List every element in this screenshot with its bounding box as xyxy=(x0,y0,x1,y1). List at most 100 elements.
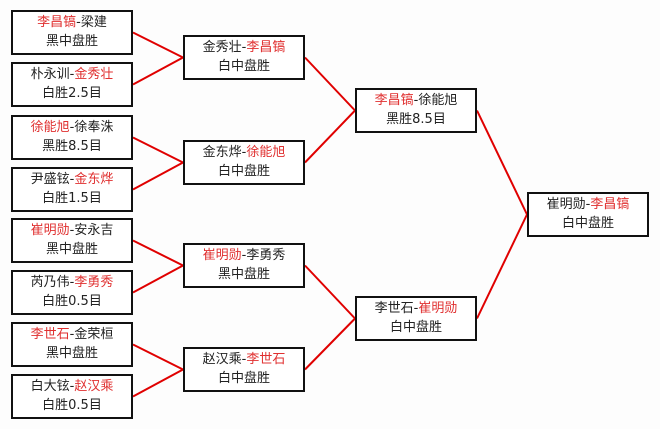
match-players: 赵汉乘-李世石 xyxy=(185,350,303,369)
match-players: 徐能旭-徐奉洙 xyxy=(13,118,131,137)
separator: - xyxy=(69,275,75,290)
bracket-connector xyxy=(132,239,184,267)
match-result: 白中盘胜 xyxy=(217,59,270,74)
match-players: 芮乃伟-李勇秀 xyxy=(13,273,131,292)
match-players: 崔明勋-李昌镐 xyxy=(529,195,647,214)
separator: - xyxy=(241,352,247,367)
bracket-connector xyxy=(132,264,184,294)
match-result: 白中盘胜 xyxy=(389,320,442,335)
match-box-round1-3: 徐能旭-徐奉洙黑胜8.5目 xyxy=(11,115,133,160)
loser-name: 安永吉 xyxy=(74,223,114,238)
winner-name: 崔明勋 xyxy=(202,248,242,263)
match-players: 李世石-崔明勋 xyxy=(357,299,475,318)
bracket-connector xyxy=(132,343,184,371)
match-result: 黑胜8.5目 xyxy=(386,112,446,127)
separator: - xyxy=(241,40,247,55)
match-box-round1-4: 尹盛铉-金东烨白胜1.5目 xyxy=(11,167,133,212)
winner-name: 李世石 xyxy=(30,327,70,342)
winner-name: 徐能旭 xyxy=(246,145,286,160)
winner-name: 金秀壮 xyxy=(74,67,114,82)
match-box-round1-7: 李世石-金荣桓黑中盘胜 xyxy=(11,322,133,367)
match-box-round4-1: 崔明勋-李昌镐白中盘胜 xyxy=(527,192,649,237)
match-result: 白中盘胜 xyxy=(217,371,270,386)
loser-name: 李世石 xyxy=(374,301,414,316)
match-result: 黑中盘胜 xyxy=(45,346,98,361)
match-box-round1-5: 崔明勋-安永吉黑中盘胜 xyxy=(11,218,133,263)
loser-name: 芮乃伟 xyxy=(30,275,70,290)
winner-name: 赵汉乘 xyxy=(74,379,114,394)
match-result: 白中盘胜 xyxy=(561,216,614,231)
match-box-round1-8: 白大铉-赵汉乘白胜0.5目 xyxy=(11,374,133,419)
match-box-round1-6: 芮乃伟-李勇秀白胜0.5目 xyxy=(11,270,133,315)
separator: - xyxy=(69,120,75,135)
loser-name: 徐奉洙 xyxy=(74,120,114,135)
match-result: 黑中盘胜 xyxy=(45,242,98,257)
bracket-connector xyxy=(304,317,356,371)
match-players: 朴永训-金秀壮 xyxy=(13,65,131,84)
match-players: 崔明勋-李勇秀 xyxy=(185,246,303,265)
bracket-connector xyxy=(304,109,356,164)
separator: - xyxy=(69,379,75,394)
winner-name: 李世石 xyxy=(246,352,286,367)
match-result: 白胜0.5目 xyxy=(42,294,102,309)
match-result: 黑胜8.5目 xyxy=(42,139,102,154)
loser-name: 金东烨 xyxy=(202,145,242,160)
bracket-connector xyxy=(132,56,184,86)
bracket-connector xyxy=(304,56,356,112)
winner-name: 崔明勋 xyxy=(418,301,458,316)
match-players: 金秀壮-李昌镐 xyxy=(185,38,303,57)
separator: - xyxy=(241,145,247,160)
match-players: 李世石-金荣桓 xyxy=(13,325,131,344)
winner-name: 崔明勋 xyxy=(30,223,70,238)
match-box-round2-4: 赵汉乘-李世石白中盘胜 xyxy=(183,347,305,392)
bracket-connector xyxy=(132,31,184,59)
separator: - xyxy=(69,67,75,82)
loser-name: 徐能旭 xyxy=(418,93,458,108)
match-box-round1-1: 李昌镐-梁建黑中盘胜 xyxy=(11,10,133,55)
separator: - xyxy=(69,223,75,238)
match-result: 白胜0.5目 xyxy=(42,398,102,413)
separator: - xyxy=(76,15,81,30)
bracket-connector xyxy=(304,264,356,320)
winner-name: 李昌镐 xyxy=(246,40,286,55)
separator: - xyxy=(585,197,591,212)
winner-name: 金东烨 xyxy=(74,172,114,187)
loser-name: 崔明勋 xyxy=(546,197,586,212)
match-box-round1-2: 朴永训-金秀壮白胜2.5目 xyxy=(11,62,133,107)
loser-name: 李勇秀 xyxy=(246,248,286,263)
loser-name: 梁建 xyxy=(80,15,107,30)
match-players: 尹盛铉-金东烨 xyxy=(13,170,131,189)
match-result: 白中盘胜 xyxy=(217,164,270,179)
loser-name: 赵汉乘 xyxy=(202,352,242,367)
bracket-connector xyxy=(476,214,528,319)
match-box-round2-1: 金秀壮-李昌镐白中盘胜 xyxy=(183,35,305,80)
winner-name: 徐能旭 xyxy=(30,120,70,135)
match-box-round2-3: 崔明勋-李勇秀黑中盘胜 xyxy=(183,243,305,288)
winner-name: 李昌镐 xyxy=(37,15,77,30)
bracket-connector xyxy=(132,136,184,164)
match-players: 李昌镐-徐能旭 xyxy=(357,91,475,110)
separator: - xyxy=(413,93,419,108)
separator: - xyxy=(413,301,419,316)
loser-name: 朴永训 xyxy=(30,67,70,82)
loser-name: 金秀壮 xyxy=(202,40,242,55)
match-box-round3-1: 李昌镐-徐能旭黑胜8.5目 xyxy=(355,88,477,133)
match-result: 黑中盘胜 xyxy=(45,34,98,49)
match-players: 白大铉-赵汉乘 xyxy=(13,377,131,396)
winner-name: 李昌镐 xyxy=(590,197,630,212)
bracket-connector xyxy=(132,161,184,191)
match-box-round2-2: 金东烨-徐能旭白中盘胜 xyxy=(183,140,305,185)
loser-name: 白大铉 xyxy=(30,379,70,394)
match-players: 李昌镐-梁建 xyxy=(13,13,131,32)
bracket-connector xyxy=(476,110,528,215)
winner-name: 李勇秀 xyxy=(74,275,114,290)
loser-name: 尹盛铉 xyxy=(30,172,70,187)
match-result: 白胜2.5目 xyxy=(42,86,102,101)
bracket-connector xyxy=(132,368,184,398)
loser-name: 金荣桓 xyxy=(74,327,114,342)
match-box-round3-2: 李世石-崔明勋白中盘胜 xyxy=(355,296,477,341)
separator: - xyxy=(69,172,75,187)
separator: - xyxy=(241,248,247,263)
separator: - xyxy=(69,327,75,342)
